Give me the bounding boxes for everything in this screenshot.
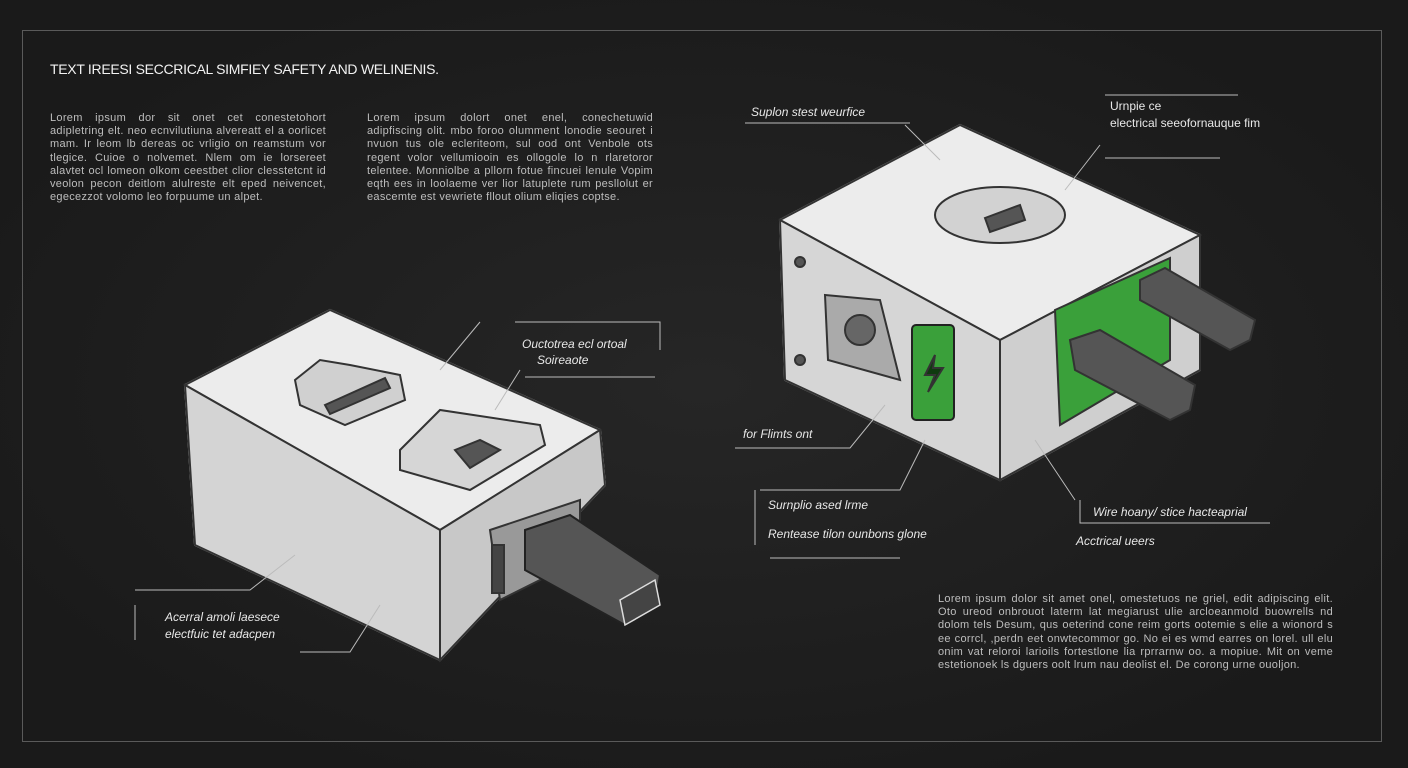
callout-surface: Suplon stest weurfice [751, 105, 866, 119]
leader-lines [134, 94, 1270, 653]
callout-release: Rentease tilon ounbons glone [768, 527, 927, 541]
callout-electrical-users: Acctrical ueers [1076, 534, 1155, 548]
callout-unique-line2: electrical seeofornauque fim [1110, 116, 1261, 130]
callout-adapter-line1: Acerral amoli laesece [165, 610, 280, 624]
callout-wire: Wire hoany/ stice hacteaprial [1093, 505, 1247, 519]
right-adapter-illustration [777, 123, 1257, 482]
callout-adapter-line2: electfuic tet adacpen [165, 627, 276, 641]
paragraph-left: Lorem ipsum dor sit onet cet conestetoho… [50, 112, 326, 204]
callout-flimts: for Flimts ont [743, 427, 813, 441]
callout-unique-line1: Urnpie ce [1110, 99, 1162, 113]
paragraph-middle: Lorem ipsum dolort onet enel, conechetuw… [367, 112, 653, 204]
callout-simple: Surnplio ased lrme [768, 498, 869, 512]
page-title: TEXT IREESI SECCRICAL SIMFIEY SAFETY AND… [50, 61, 439, 77]
frame-border [22, 30, 1382, 742]
left-adapter-illustration [182, 308, 662, 663]
callout-outlet-line1: Ouctotrea ecl ortoal [522, 337, 627, 351]
callout-outlet-line2: Soireaote [537, 353, 589, 367]
paragraph-right: Lorem ipsum dolor sit amet onel, omestet… [938, 593, 1333, 672]
